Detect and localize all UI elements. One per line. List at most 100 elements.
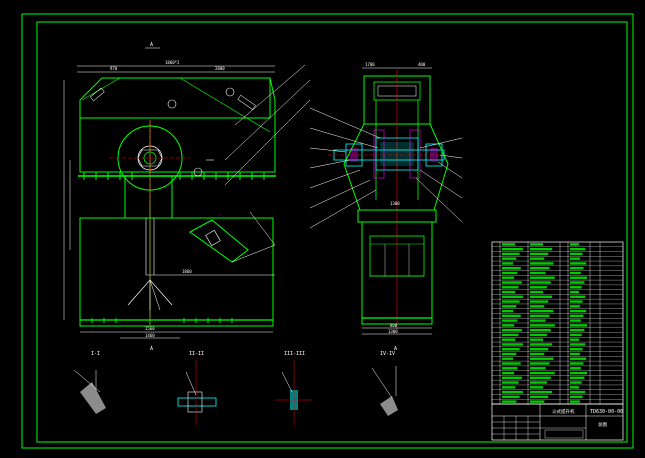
outer-frame (21, 13, 634, 449)
parts-list-cell (530, 286, 547, 289)
parts-list-cell (502, 243, 516, 246)
parts-list-cell (530, 381, 547, 384)
inner-frame (36, 21, 628, 443)
dim-side-bottom2: 1300 (388, 329, 398, 334)
view-label-section-3: III-III (284, 351, 305, 357)
parts-list-cell (530, 319, 546, 322)
parts-list-cell (502, 281, 522, 284)
section-details: I-I II-II III-III IV-IV (73, 351, 398, 425)
parts-list-cell (570, 395, 583, 399)
view-label-side-bottom: A (394, 346, 397, 352)
parts-list-cell (530, 343, 553, 346)
parts-list-cell (502, 324, 515, 327)
parts-list-cell (570, 305, 580, 308)
parts-list-cell (570, 281, 585, 284)
parts-list-cell (502, 290, 516, 294)
dim-side-bottom: 800 (390, 323, 398, 328)
parts-list-cell (530, 352, 545, 356)
parts-list-cell (530, 309, 554, 313)
parts-list-cell (530, 386, 543, 389)
parts-list-cell (530, 300, 549, 303)
parts-list-cell (530, 328, 551, 332)
dim-front-top-total: 1860*2 (165, 60, 180, 65)
parts-list-cell (530, 267, 550, 270)
parts-list-cell (570, 386, 579, 389)
dim-side-top-right: 400 (418, 62, 426, 67)
title-drawing-no: TD630-00-00 (590, 409, 623, 415)
parts-list-cell (530, 390, 553, 394)
parts-list-cell (570, 290, 579, 294)
parts-list-cell (570, 262, 587, 265)
front-view: 1860*2 970 2800 A (63, 42, 311, 352)
dim-side-top-left: 1700 (365, 62, 375, 67)
parts-list-cell (502, 319, 518, 322)
parts-list-cell (530, 262, 554, 265)
parts-list-cell (502, 371, 515, 375)
parts-list-cell (502, 314, 521, 318)
dim-side-mid: 1300 (390, 201, 400, 206)
parts-list-cell (530, 333, 547, 337)
title-block: TD630-00-00 斗式提升机 总图 (491, 403, 624, 441)
parts-list-cell (502, 386, 516, 389)
parts-list (491, 241, 624, 405)
parts-list-cell (502, 257, 517, 260)
parts-list-cell (530, 247, 553, 251)
parts-list-cell (570, 343, 586, 346)
parts-list-cell (570, 328, 585, 332)
parts-list-cell (570, 267, 584, 270)
parts-list-cell (530, 357, 554, 360)
title-name: 斗式提升机 (552, 408, 575, 415)
parts-list-cell (570, 243, 579, 246)
parts-list-cell (530, 271, 546, 275)
parts-list-cell (530, 376, 551, 379)
parts-list-cell (502, 309, 513, 313)
parts-list-cell (530, 371, 555, 375)
parts-list-cell (570, 286, 582, 289)
parts-list-cell (530, 305, 545, 308)
parts-list-cell (570, 367, 581, 370)
parts-list-cell (530, 367, 546, 370)
view-label-section-4: IV-IV (380, 351, 395, 357)
parts-list-cell (570, 362, 584, 365)
dim-front-mid: 1860 (182, 269, 192, 274)
dim-front-top-right: 2800 (215, 66, 225, 71)
parts-list-cell (570, 276, 588, 279)
parts-list-cell (502, 357, 513, 360)
side-view: 1700 400 1300 800 1300 (309, 62, 463, 352)
parts-list-cell (570, 247, 586, 251)
parts-list-cell (530, 252, 549, 256)
parts-list-cell (530, 324, 555, 327)
parts-list-cell (530, 338, 543, 341)
parts-list-cell (570, 309, 587, 313)
parts-list-cell (530, 290, 543, 294)
parts-list-cell (530, 348, 549, 351)
parts-list-cell (502, 276, 515, 279)
parts-list-cell (570, 381, 582, 384)
parts-list-cell (502, 271, 518, 275)
parts-list-cell (570, 333, 582, 337)
parts-list-cell (570, 300, 583, 303)
parts-list-cell (502, 343, 523, 346)
parts-list-cell (570, 271, 581, 275)
parts-list-cell (502, 333, 519, 337)
parts-list-cell (570, 376, 585, 379)
parts-list-cell (502, 295, 523, 298)
parts-list-cell (570, 400, 580, 403)
parts-list-cell (530, 362, 550, 365)
parts-list-cell (570, 371, 588, 375)
parts-list-cell (570, 338, 579, 341)
parts-list-cell (570, 314, 584, 318)
parts-list-cell (530, 276, 555, 279)
parts-list-cell (502, 338, 516, 341)
parts-list-cell (570, 352, 580, 356)
parts-list-cell (570, 348, 583, 351)
parts-list-cell (502, 362, 521, 365)
parts-list-cell (530, 314, 550, 318)
parts-list-cell (530, 295, 553, 298)
parts-list-cell (502, 367, 518, 370)
parts-list-cell (502, 328, 522, 332)
parts-list-cell (530, 400, 545, 403)
dim-front-top-left: 970 (110, 66, 118, 71)
view-label-section-2: II-II (189, 351, 204, 357)
